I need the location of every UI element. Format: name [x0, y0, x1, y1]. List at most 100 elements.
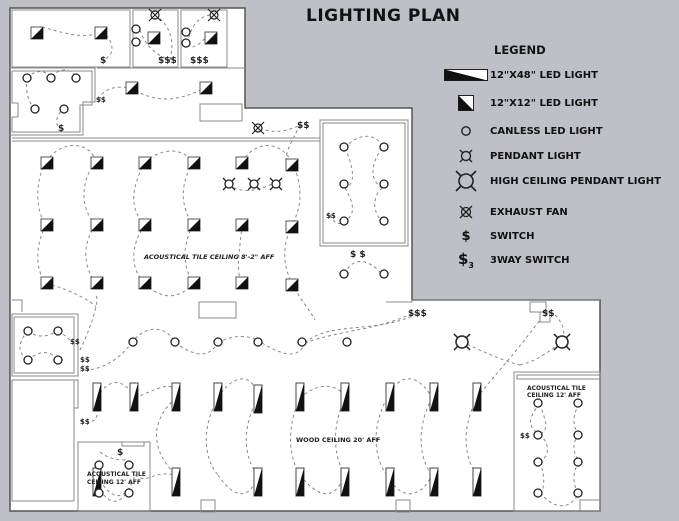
canless-led-icon	[53, 355, 63, 365]
3way-switch-icon: $$	[80, 365, 90, 373]
led-12x12-icon	[138, 156, 152, 170]
led-12x48-icon	[295, 467, 305, 497]
pendant-light-icon	[440, 146, 492, 166]
legend-item: $3 3WAY SWITCH	[440, 250, 570, 270]
led-12x12-icon	[90, 276, 104, 290]
led-12x12-icon	[187, 156, 201, 170]
canless-led-icon	[94, 488, 104, 498]
pendant-light-icon	[247, 177, 261, 191]
walls	[9, 9, 601, 513]
led-12x48-icon	[340, 467, 350, 497]
legend-label: 12"X12" LED LIGHT	[490, 97, 598, 109]
canless-led-icon	[46, 73, 56, 83]
canless-led-icon	[23, 355, 33, 365]
led-12x48-icon	[171, 467, 181, 497]
canless-led-icon	[573, 488, 583, 498]
canless-led-icon	[339, 179, 349, 189]
canless-led-icon	[181, 38, 191, 48]
pendant-light-icon	[269, 177, 283, 191]
led-12x12-icon	[90, 156, 104, 170]
led-12x12-icon	[90, 218, 104, 232]
3way-switch-icon: $$$	[408, 309, 427, 319]
switch-icon: $	[58, 124, 64, 134]
led-12x12-icon	[235, 218, 249, 232]
led-12x48-icon	[472, 382, 482, 412]
canless-led-icon	[131, 24, 141, 34]
switch-icon: $$$	[158, 56, 177, 66]
legend-item: HIGH CEILING PENDANT LIGHT	[440, 170, 661, 192]
legend-item: EXHAUST FAN	[440, 202, 568, 222]
exhaust-fan-icon	[148, 8, 162, 22]
exhaust-fan-icon	[440, 202, 492, 222]
led-12x12-icon	[94, 26, 108, 40]
led-12x48-icon	[92, 382, 102, 412]
legend-item: PENDANT LIGHT	[440, 146, 581, 166]
canless-led-icon	[71, 73, 81, 83]
canless-led-icon	[533, 430, 543, 440]
legend-title: LEGEND	[494, 43, 546, 57]
legend-item: 12"X48" LED LIGHT	[440, 65, 598, 85]
canless-led-icon	[573, 430, 583, 440]
canless-led-icon	[379, 269, 389, 279]
led-12x48-icon	[253, 384, 263, 414]
high-ceiling-pendant-icon	[553, 333, 571, 351]
led-12x12-icon	[440, 93, 492, 113]
right-room-note-line1: ACOUSTICAL TILE	[527, 385, 586, 392]
canless-led-icon	[131, 37, 141, 47]
exhaust-fan-icon	[207, 8, 221, 22]
left-room-note-line2: CEILING 12' AFF	[87, 479, 141, 486]
led-12x48-icon	[340, 382, 350, 412]
led-12x48-icon	[429, 467, 439, 497]
canless-led-icon	[170, 337, 180, 347]
canless-led-icon	[339, 142, 349, 152]
legend-item: 12"X12" LED LIGHT	[440, 93, 598, 113]
page-title: LIGHTING PLAN	[306, 6, 461, 26]
3way-switch-icon: $$	[80, 356, 90, 364]
switch-icon: $ $	[350, 250, 366, 260]
led-12x12-icon	[40, 156, 54, 170]
3way-switch-icon: $3	[457, 250, 474, 270]
led-12x12-icon	[138, 276, 152, 290]
led-12x12-icon	[235, 156, 249, 170]
exhaust-fan-icon	[251, 121, 265, 135]
canless-led-icon	[213, 337, 223, 347]
canless-led-icon	[30, 104, 40, 114]
led-12x48-icon	[385, 382, 395, 412]
canless-led-icon	[22, 73, 32, 83]
canless-led-icon	[23, 326, 33, 336]
switch-icon: $	[461, 228, 471, 244]
led-12x12-icon	[187, 218, 201, 232]
switch-icon: $$	[297, 121, 310, 131]
led-12x12-icon	[199, 81, 213, 95]
led-12x48-icon	[129, 382, 139, 412]
canless-led-icon	[440, 121, 492, 141]
led-12x12-icon	[204, 31, 218, 45]
right-room-note-line2: CEILING 12' AFF	[527, 392, 581, 399]
led-12x48-icon	[385, 467, 395, 497]
canless-led-icon	[124, 488, 134, 498]
led-12x48-icon	[429, 382, 439, 412]
canless-led-icon	[59, 104, 69, 114]
led-12x12-icon	[285, 278, 299, 292]
switch-icon: $$$	[190, 56, 209, 66]
switch-icon: $	[117, 448, 123, 458]
canless-led-icon	[128, 337, 138, 347]
canless-led-icon	[181, 27, 191, 37]
wood-ceiling-note: WOOD CEILING 20' AFF	[296, 436, 380, 444]
canless-led-icon	[124, 460, 134, 470]
3way-switch-icon: $$	[326, 212, 336, 220]
led-12x48-icon	[253, 467, 263, 497]
led-12x12-icon	[125, 81, 139, 95]
3way-switch-icon: $$	[70, 338, 80, 346]
led-12x12-icon	[147, 31, 161, 45]
canless-led-icon	[339, 269, 349, 279]
canless-led-icon	[533, 457, 543, 467]
canless-led-icon	[297, 337, 307, 347]
canless-led-icon	[533, 488, 543, 498]
left-room-note-line1: ACOUSTICAL TILE	[87, 471, 146, 478]
canless-led-icon	[342, 337, 352, 347]
canless-led-icon	[339, 216, 349, 226]
led-12x12-icon	[285, 158, 299, 172]
led-12x12-icon	[285, 220, 299, 234]
legend-item: $ SWITCH	[440, 226, 534, 246]
